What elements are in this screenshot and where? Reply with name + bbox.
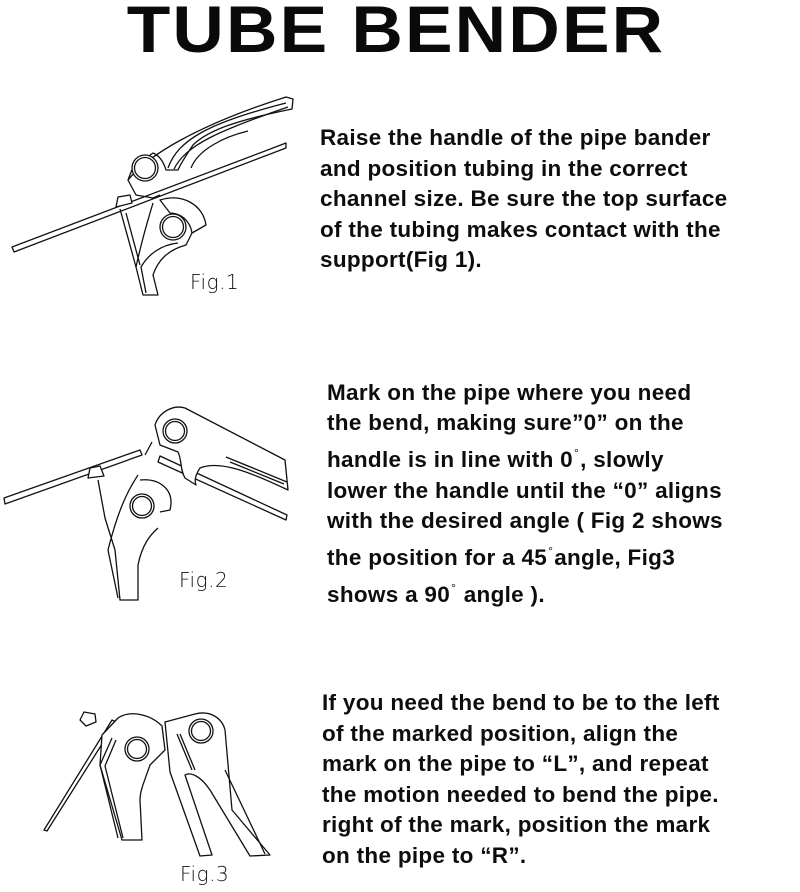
text-fragment: the position for a 45 (327, 545, 548, 571)
step-3-instructions: If you need the bend to be to the left o… (322, 688, 720, 871)
text-fragment: shows a 90 (327, 582, 451, 608)
figure-2-illustration: Fig.2 (0, 400, 300, 610)
step-2-line: the position for a 45°angle, Fig3 (327, 536, 723, 573)
page-title: TUBE BENDER (126, 0, 666, 66)
step-3-line: of the marked position, align the (322, 720, 679, 746)
step-2-line: shows a 90° angle ). (327, 573, 723, 610)
step-2-line: handle is in line with 0°, slowly (327, 438, 723, 475)
degree-icon: ° (574, 446, 580, 461)
step-3-line: If you need the bend to be to the left (322, 690, 720, 715)
step-1-line: channel size. Be sure the top surface (320, 186, 728, 211)
text-fragment: handle is in line with 0 (327, 447, 573, 473)
figure-1-illustration: Fig.1 (8, 95, 308, 310)
text-fragment: , slowly (580, 447, 664, 473)
tube-bender-90-degree-icon (43, 711, 271, 857)
degree-icon: ° (548, 544, 554, 559)
step-3-line: the motion needed to bend the pipe. (322, 781, 719, 807)
figure-2-label: Fig.2 (179, 568, 229, 592)
text-fragment: angle, Fig3 (554, 545, 676, 571)
text-fragment: angle ). (457, 582, 545, 608)
step-1-line: of the tubing makes contact with the (320, 216, 721, 242)
tube-bender-raised-handle-icon (11, 96, 294, 296)
figure-3-illustration: Fig.3 (0, 690, 300, 892)
step-1-line: Raise the handle of the pipe bander (320, 125, 711, 150)
tube-bender-45-degree-icon (3, 406, 289, 601)
step-2-line: Mark on the pipe where you need (327, 380, 692, 405)
degree-icon: ° (451, 581, 457, 596)
step-2-line: with the desired angle ( Fig 2 shows (327, 507, 723, 533)
step-3-line: on the pipe to “R”. (322, 842, 527, 868)
step-2-instructions: Mark on the pipe where you need the bend… (327, 378, 723, 610)
step-1-line: support(Fig 1). (320, 247, 482, 272)
step-2-line: the bend, making sure”0” on the (327, 410, 684, 436)
figure-3-label: Fig.3 (180, 862, 230, 886)
step-3-line: right of the mark, position the mark (322, 812, 711, 837)
step-2-line: lower the handle until the “0” aligns (327, 477, 722, 503)
step-1-line: and position tubing in the correct (320, 155, 688, 181)
step-1-instructions: Raise the handle of the pipe bander and … (320, 123, 727, 276)
step-3-line: mark on the pipe to “L”, and repeat (322, 751, 709, 776)
figure-1-label: Fig.1 (190, 270, 240, 294)
